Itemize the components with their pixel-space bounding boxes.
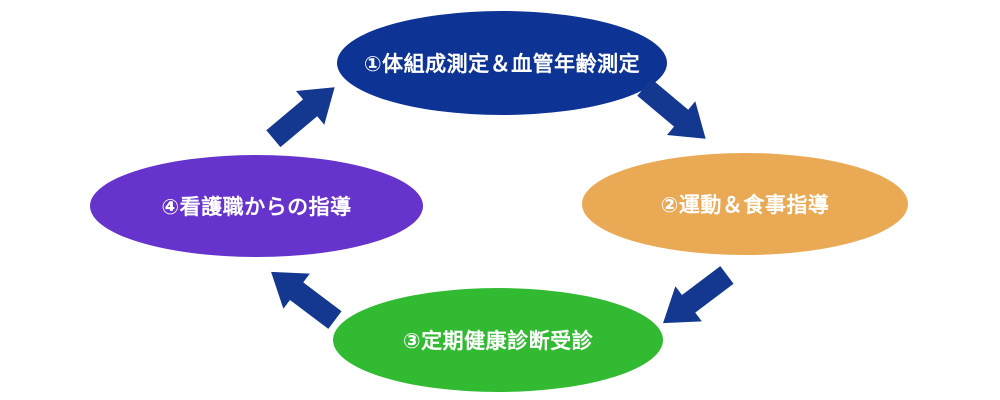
node-step4-label: ④看護職からの指導 xyxy=(161,196,352,219)
node-step3-checkup: ③定期健康診断受診 xyxy=(333,288,663,392)
node-step1-measurement: ①体組成測定＆血管年齢測定 xyxy=(337,11,667,115)
node-step4-nurse-guidance: ④看護職からの指導 xyxy=(90,155,423,257)
node-step3-label: ③定期健康診断受診 xyxy=(402,330,594,353)
node-step1-label: ①体組成測定＆血管年齢測定 xyxy=(363,53,641,76)
node-step2-label: ②運動＆食事指導 xyxy=(660,194,830,217)
arrow-up-right-icon xyxy=(266,87,335,148)
node-step2-exercise-diet: ②運動＆食事指導 xyxy=(582,153,908,255)
